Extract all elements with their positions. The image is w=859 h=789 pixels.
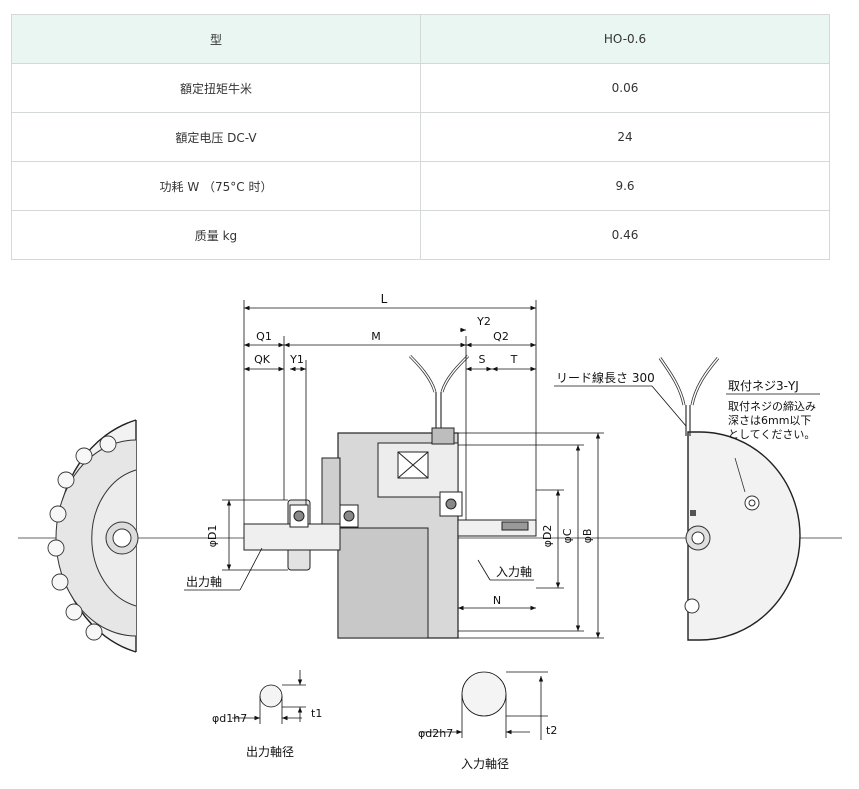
dim-C: φC [561,528,574,543]
spec-value: 24 [420,112,830,162]
out-shaft-label: 出力軸径 [246,745,294,759]
spec-row: 质量 kg 0.46 [11,210,830,260]
spec-label: 額定扭矩牛米 [11,63,421,113]
callout-input-shaft: 入力軸 [496,565,532,579]
dim-Y1: Y1 [289,353,304,366]
technical-drawing: L Q1 M Y2 Q2 QK Y1 S T N φD1 φD2 φC φB リ… [18,292,842,771]
dim-Q1: Q1 [256,330,272,343]
spec-label: 质量 kg [11,210,421,260]
spec-table: 型 HO-0.6 額定扭矩牛米 0.06 額定电压 DC-V 24 功耗 W （… [11,14,830,260]
output-shaft-section [232,670,306,724]
callout-screw-note-3: としてください。 [728,428,815,441]
right-end-view [658,357,801,641]
spec-value: 9.6 [420,161,830,211]
clutch-section [243,354,537,639]
in-shaft-t: t2 [546,724,557,737]
callout-lead-length: リード線長さ 300 [556,370,655,385]
dim-N: N [493,594,501,607]
in-shaft-label: 入力軸径 [461,757,509,771]
dim-D2: φD2 [541,525,554,548]
spec-value: 0.46 [420,210,830,260]
dim-Y2: Y2 [476,315,491,328]
callout-screw-note-2: 深さは6mm以下 [728,414,811,427]
dim-QK: QK [254,353,271,366]
in-shaft-d: φd2h7 [418,727,453,740]
spec-header-value: HO-0.6 [420,14,830,64]
dim-B: φB [581,529,594,544]
out-shaft-t: t1 [311,707,322,720]
dim-S: S [479,353,486,366]
callout-screw-note-1: 取付ネジの締込み [728,399,816,413]
spec-row: 功耗 W （75°C 时） 9.6 [11,161,830,211]
out-shaft-d: φd1h7 [212,712,247,725]
dim-L: L [381,292,388,306]
left-end-view [47,419,139,653]
spec-header-label: 型 [11,14,421,64]
spec-value: 0.06 [420,63,830,113]
spec-label: 功耗 W （75°C 时） [11,161,421,211]
input-shaft-section [420,671,548,740]
callout-output-shaft: 出力軸 [186,575,222,589]
callout-screw-title: 取付ネジ3-YJ [728,379,799,393]
spec-row: 額定电压 DC-V 24 [11,112,830,162]
spec-row: 額定扭矩牛米 0.06 [11,63,830,113]
dim-M: M [371,330,381,343]
dim-T: T [510,353,518,366]
dim-D1: φD1 [206,525,219,548]
spec-label: 額定电压 DC-V [11,112,421,162]
dim-Q2: Q2 [493,330,509,343]
spec-header-row: 型 HO-0.6 [11,14,830,64]
